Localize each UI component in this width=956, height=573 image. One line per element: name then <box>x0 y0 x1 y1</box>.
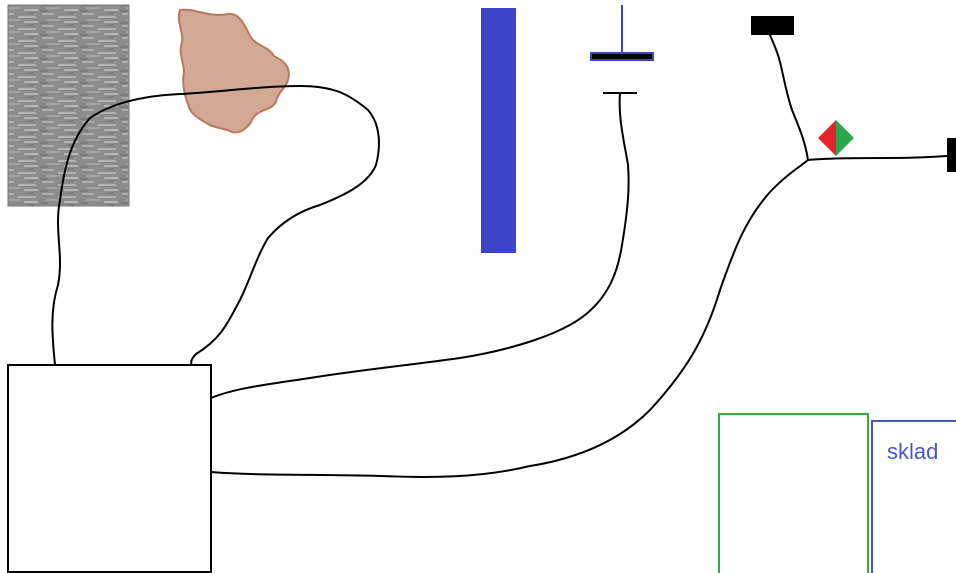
blob-shape <box>177 8 290 134</box>
textured-block <box>7 4 130 207</box>
wire-loop <box>51 85 380 366</box>
green-box <box>718 413 869 573</box>
wires <box>51 34 948 478</box>
wire-to-right-terminal <box>807 155 948 161</box>
wire-to-junction <box>210 159 809 478</box>
wire-to-ground <box>210 92 630 399</box>
main-box <box>7 364 212 573</box>
terminal-block-top <box>751 16 794 35</box>
terminal-block-right <box>947 138 956 172</box>
sklad-label: sklad <box>887 439 938 464</box>
blue-bar <box>481 8 516 253</box>
wire-to-top-terminal <box>769 34 809 161</box>
sklad-box <box>871 420 956 573</box>
signal-diamond-icon <box>818 120 854 156</box>
ground-symbol-icon <box>590 5 654 94</box>
